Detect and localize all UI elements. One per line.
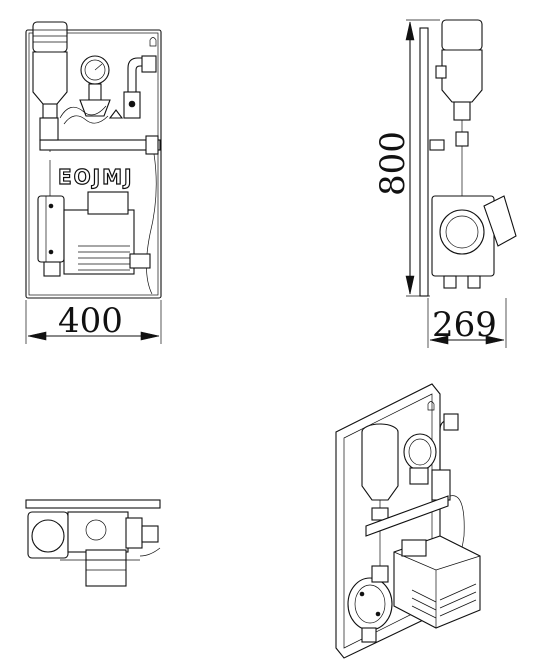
dimension-width: 400 xyxy=(25,300,162,344)
side-motor-housing xyxy=(483,195,517,247)
dimension-height-label: 800 xyxy=(373,131,413,196)
iso-motor xyxy=(393,535,481,629)
iso-valve xyxy=(431,469,451,501)
elbow-fitting xyxy=(141,55,157,73)
dimension-height: 800 xyxy=(373,19,440,297)
elbow-pipe xyxy=(127,57,148,92)
side-view: 800 269 xyxy=(373,19,517,348)
pump-motor xyxy=(63,191,151,275)
side-filter-bowl xyxy=(441,49,483,103)
iso-manifold xyxy=(365,495,449,537)
front-view: ЕОЈМЈ 4 xyxy=(25,21,162,344)
top-motor xyxy=(67,511,129,553)
front-panel xyxy=(25,29,162,299)
iso-pressure-gauge xyxy=(403,433,437,485)
side-panel xyxy=(419,27,429,297)
front-panel-inner xyxy=(28,32,159,296)
iso-keyhole-icon xyxy=(427,401,435,411)
brand-swoosh xyxy=(59,105,107,119)
side-filter-cap xyxy=(441,19,483,51)
top-view xyxy=(25,499,161,587)
iso-filter xyxy=(361,423,399,566)
top-panel xyxy=(25,499,161,509)
top-pump-head xyxy=(27,511,69,559)
filter-cartridge xyxy=(32,21,68,152)
dimension-depth-label: 269 xyxy=(432,305,497,345)
keyhole-icon xyxy=(149,37,157,47)
power-cable xyxy=(146,153,157,295)
manifold-pipe xyxy=(39,139,161,151)
dimension-width-label: 400 xyxy=(58,301,123,341)
brand-logo: ЕОЈМЈ xyxy=(58,165,133,189)
iso-pump-head xyxy=(347,565,393,643)
dimension-depth: 269 xyxy=(427,298,507,348)
warning-triangle-icon xyxy=(108,109,124,119)
top-motor-fan xyxy=(85,549,127,587)
pressure-gauge xyxy=(79,55,111,117)
isometric-view xyxy=(335,383,481,659)
